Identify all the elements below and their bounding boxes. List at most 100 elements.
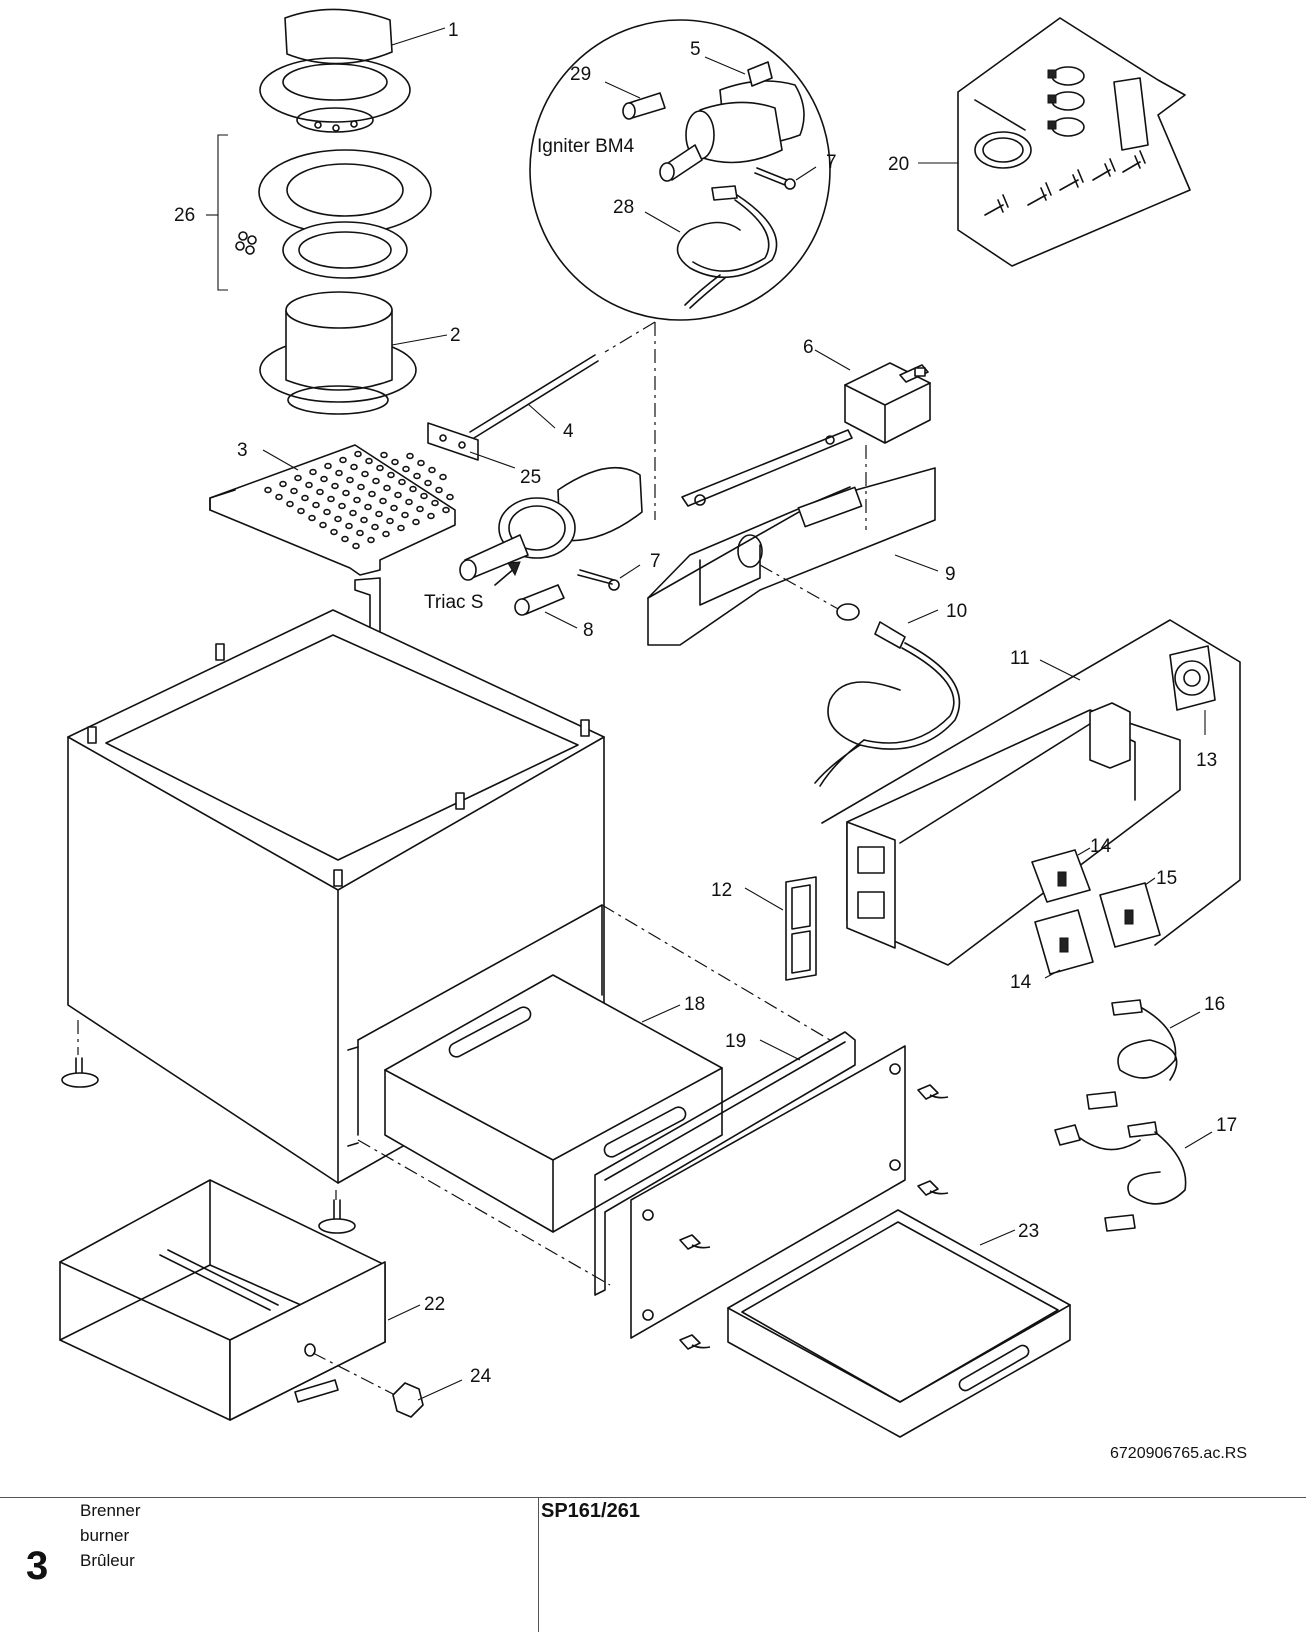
triac-s-igniter <box>459 467 643 581</box>
plate-hole <box>354 450 362 458</box>
plate-hole <box>341 535 349 543</box>
part-2-burner-tube <box>259 291 417 415</box>
plate-hole <box>338 502 346 510</box>
plate-hole <box>416 505 424 513</box>
part-3-plate-holes <box>264 450 454 550</box>
label-part-26: 26 <box>174 205 195 226</box>
plate-hole <box>342 489 350 497</box>
plate-hole <box>335 469 343 477</box>
plate-hole <box>297 507 305 515</box>
part-3-perforated-plate <box>209 444 456 637</box>
part-4-rod <box>469 354 599 439</box>
footer-divider <box>538 1498 539 1632</box>
part-16-cable <box>1086 999 1178 1110</box>
plate-hole <box>365 457 373 465</box>
part-1-flange-sleeve <box>259 8 411 133</box>
plate-hole <box>323 508 331 516</box>
plate-hole <box>324 462 332 470</box>
plate-hole <box>442 506 450 514</box>
part-24-knob <box>312 1352 424 1418</box>
label-part-24: 24 <box>470 1366 492 1387</box>
part-13-fan <box>1169 645 1216 711</box>
label-part-15: 15 <box>1156 868 1177 889</box>
label-part-18: 18 <box>684 994 705 1015</box>
plate-hole <box>368 490 376 498</box>
plate-hole <box>316 488 324 496</box>
plate-hole <box>413 472 421 480</box>
plate-hole <box>312 501 320 509</box>
label-part-5: 5 <box>690 39 701 60</box>
part-18-inner-drawer <box>347 904 831 1286</box>
label-part-4: 4 <box>563 421 574 442</box>
plate-hole <box>387 471 395 479</box>
title-german: Brenner <box>80 1501 141 1520</box>
plate-hole <box>427 512 435 520</box>
plate-hole <box>345 522 353 530</box>
plate-hole <box>439 473 447 481</box>
part-17-cable <box>1054 1121 1187 1232</box>
label-part-14-upper: 14 <box>1090 836 1112 857</box>
part-20-spare-kit <box>957 17 1191 267</box>
label-part-10: 10 <box>946 601 967 622</box>
label-part-9: 9 <box>945 564 956 585</box>
plate-hole <box>379 497 387 505</box>
plate-hole <box>330 528 338 536</box>
label-part-3: 3 <box>237 440 248 461</box>
label-part-7-upper: 7 <box>826 152 837 173</box>
plate-hole <box>420 492 428 500</box>
plate-hole <box>397 524 405 532</box>
plate-hole <box>367 536 375 544</box>
plate-hole <box>346 476 354 484</box>
plate-hole <box>352 542 360 550</box>
plate-hole <box>428 466 436 474</box>
plate-hole <box>331 482 339 490</box>
label-part-25: 25 <box>520 467 541 488</box>
plate-hole <box>409 485 417 493</box>
wing-nuts <box>679 1084 949 1350</box>
plate-hole <box>375 510 383 518</box>
cabinet-bolts <box>87 643 590 887</box>
label-part-23: 23 <box>1018 1221 1039 1242</box>
plate-hole <box>327 495 335 503</box>
label-part-6: 6 <box>803 337 814 358</box>
label-part-1: 1 <box>448 20 459 41</box>
label-part-16: 16 <box>1204 994 1225 1015</box>
part-28-cable <box>676 185 778 309</box>
label-part-2: 2 <box>450 325 461 346</box>
plate-hole <box>412 518 420 526</box>
label-part-8: 8 <box>583 620 594 641</box>
plate-hole <box>406 452 414 460</box>
part-11-electronics-housing <box>821 619 1241 966</box>
plate-hole <box>290 487 298 495</box>
igniter-bm4-callout <box>529 19 831 321</box>
part-23-tray <box>727 1209 1071 1438</box>
label-part-19: 19 <box>725 1031 746 1052</box>
label-part-17: 17 <box>1216 1115 1237 1136</box>
part-6-control-unit <box>681 362 931 507</box>
plate-hole <box>320 475 328 483</box>
plate-hole <box>394 491 402 499</box>
door-plate <box>630 1045 906 1339</box>
plate-hole <box>349 509 357 517</box>
part-14-board-upper <box>1031 849 1091 903</box>
drawing-code: 6720906765.ac.RS <box>1110 1445 1247 1462</box>
title-english: burner <box>80 1526 130 1545</box>
plate-hole <box>360 516 368 524</box>
model-number: SP161/261 <box>541 1500 640 1522</box>
label-part-14-lower: 14 <box>1010 972 1032 993</box>
cabinet-foot-left <box>61 1020 99 1088</box>
plate-hole <box>417 459 425 467</box>
plate-hole <box>380 451 388 459</box>
section-titles: Brenner burner Brûleur <box>80 1498 140 1573</box>
plate-hole <box>401 511 409 519</box>
plate-hole <box>279 480 287 488</box>
label-part-28: 28 <box>613 197 634 218</box>
plate-hole <box>446 493 454 501</box>
plate-hole <box>361 470 369 478</box>
label-part-11: 11 <box>1010 648 1030 669</box>
label-igniter-bm4: Igniter BM4 <box>537 136 635 157</box>
page-number: 3 <box>26 1544 49 1588</box>
label-part-7-lower: 7 <box>650 551 661 572</box>
plate-hole <box>405 498 413 506</box>
footer: Brenner burner Brûleur 3 SP161/261 <box>0 1497 1306 1632</box>
